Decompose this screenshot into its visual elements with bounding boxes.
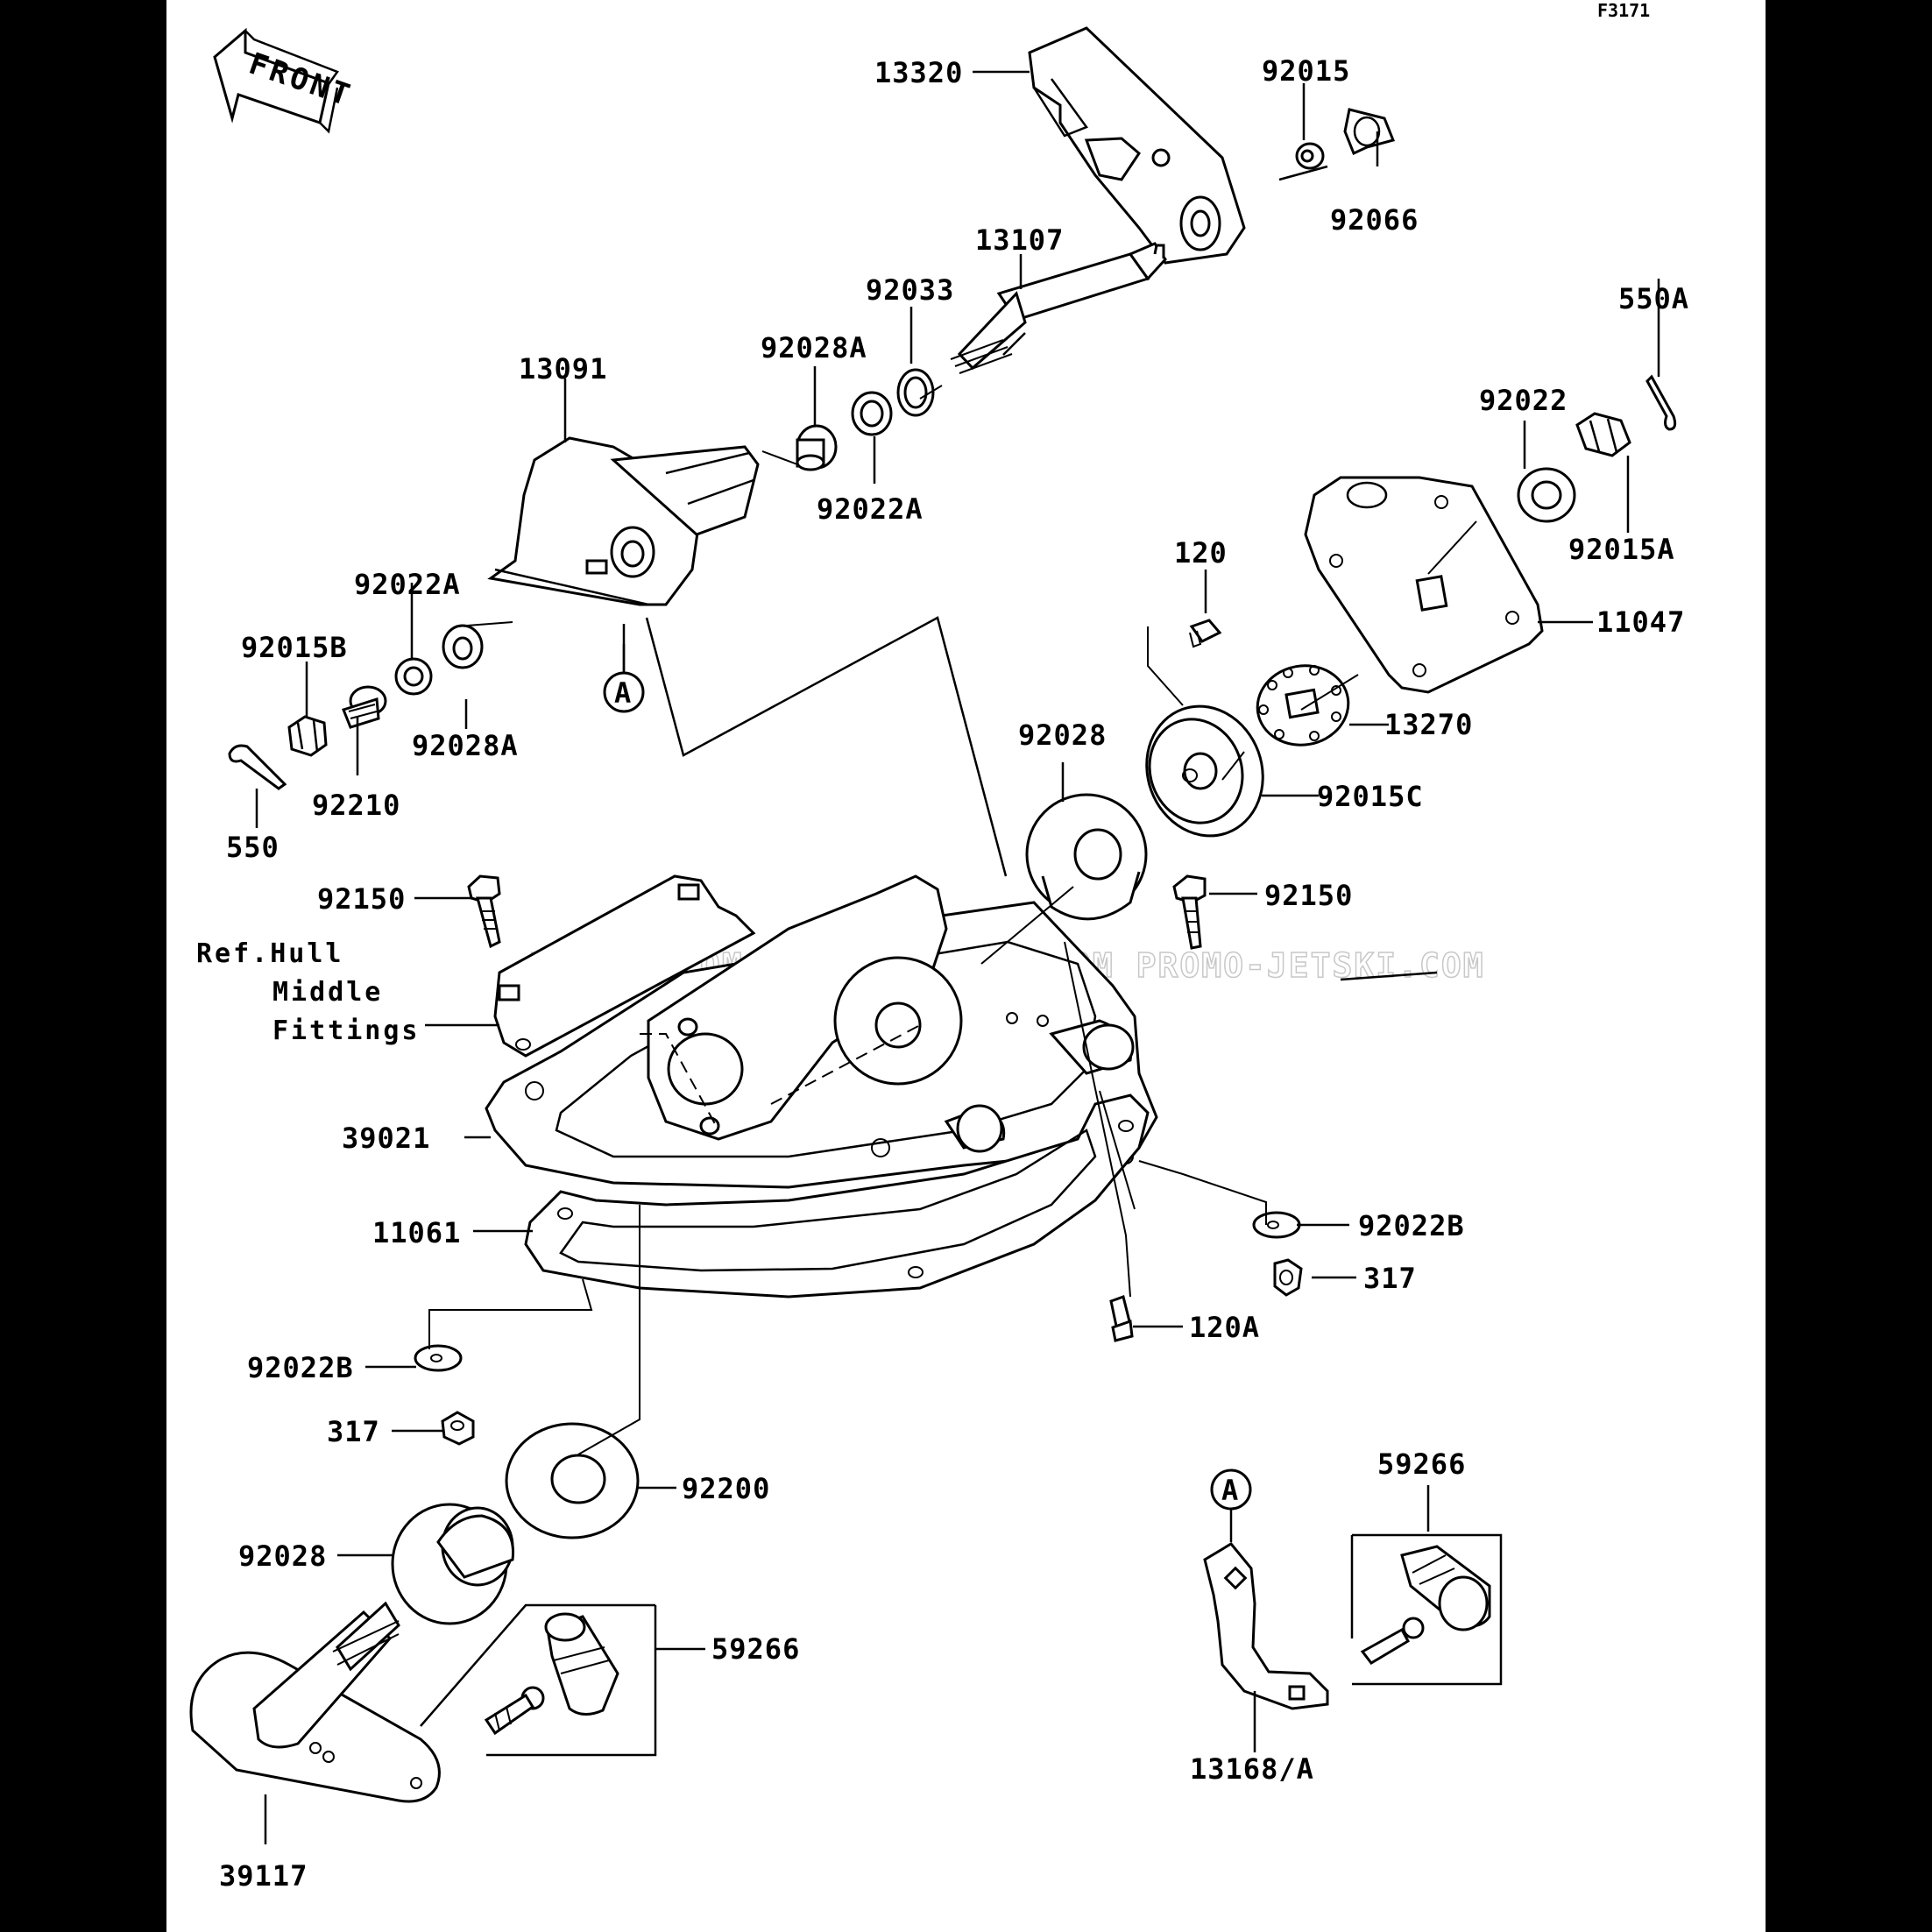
part-label: 59266: [1377, 1447, 1466, 1481]
boot-92028-upper: [1025, 793, 1148, 921]
part-labels: 13320 92015 92066 13107 92033 550A 13091…: [219, 54, 1689, 1893]
nut-disc-92015c: [1145, 704, 1264, 838]
part-label: 39117: [219, 1859, 308, 1893]
part-label: 550A: [1618, 282, 1689, 315]
lever-13168a: [1203, 1542, 1329, 1710]
part-label: 550: [226, 831, 280, 864]
part-label: 92015A: [1568, 533, 1675, 566]
nut-92015: [1295, 142, 1325, 170]
bush-92028a-top: [796, 424, 838, 471]
ref-note-line2: Middle: [272, 977, 383, 1008]
bolt-92210: [342, 685, 387, 729]
bolt-120a: [1109, 1295, 1134, 1342]
washer-92022b-right: [1252, 1211, 1301, 1239]
bolt-92150-left: [467, 874, 501, 949]
bracket-11047: [1304, 476, 1544, 694]
part-label: 13091: [519, 352, 607, 386]
cotter-pin-550a: [1645, 374, 1677, 431]
plate-13270: [1256, 664, 1350, 747]
part-label: 39021: [342, 1122, 430, 1155]
castle-nut-92015b: [287, 715, 328, 757]
bush-92028a-lower: [442, 624, 484, 669]
ref-note-line1: Ref.Hull: [196, 938, 344, 969]
part-label: 92028A: [761, 331, 867, 364]
boot-92028-lower: [391, 1503, 515, 1625]
part-label: 59266: [711, 1632, 800, 1666]
bolt-92150-right: [1172, 874, 1207, 950]
ball-joint-59266-right: [1360, 1545, 1491, 1665]
part-label: 92150: [317, 882, 406, 916]
part-label: 92022B: [247, 1351, 354, 1384]
part-label: 92022B: [1358, 1209, 1465, 1242]
part-label: 13320: [874, 56, 963, 89]
part-label: 92022: [1479, 384, 1568, 417]
part-label: 92015C: [1317, 780, 1424, 813]
part-label: 92015B: [241, 631, 348, 664]
part-label: 92210: [312, 789, 400, 822]
washer-92200: [505, 1422, 640, 1539]
washer-92022: [1517, 467, 1576, 523]
steering-shaft-13107: [950, 242, 1167, 374]
clip-92066: [1343, 108, 1396, 156]
part-label: 92200: [682, 1472, 770, 1505]
washer-92022b-left: [414, 1344, 463, 1372]
part-label: 92066: [1330, 203, 1419, 237]
bolt-120: [1189, 619, 1222, 648]
part-label: 11061: [372, 1216, 461, 1249]
part-label: 317: [1363, 1262, 1417, 1295]
castle-nut-92015a: [1575, 412, 1631, 457]
part-label: 92022A: [354, 568, 461, 601]
part-label: 92150: [1264, 879, 1353, 912]
part-label: 13168/A: [1190, 1752, 1314, 1786]
part-label: 92028A: [412, 729, 519, 762]
ref-note-line3: Fittings: [272, 1016, 421, 1046]
part-label: 120: [1174, 536, 1228, 570]
nut-317-left: [441, 1411, 475, 1446]
steering-housing-39021: [485, 874, 1158, 1189]
part-label: 92015: [1262, 54, 1350, 88]
svg-text:A: A: [614, 676, 632, 710]
washer-92022a-lower: [394, 657, 433, 696]
circlip-92033: [896, 368, 935, 417]
part-label: 11047: [1596, 605, 1685, 639]
part-label: 92028: [238, 1539, 327, 1573]
callout-a-lower: A: [1210, 1468, 1252, 1511]
part-label: 120A: [1189, 1311, 1260, 1344]
svg-text:A: A: [1221, 1474, 1239, 1507]
ball-joint-59266-lower: [484, 1612, 619, 1736]
leader-lines: [255, 70, 1660, 1844]
steering-housing-13091: [487, 436, 760, 606]
hull-fitting-plate: [493, 874, 756, 1058]
figure-code: F3171: [1597, 0, 1650, 21]
washer-92022a-top: [851, 391, 893, 436]
front-direction-arrow: FRONT: [213, 27, 357, 134]
steering-arm-39117: [189, 1601, 441, 1803]
callout-a-upper: A: [603, 671, 645, 713]
part-label: 317: [327, 1415, 380, 1448]
cotter-pin-550: [228, 744, 287, 790]
part-label: 13270: [1384, 708, 1473, 741]
part-label: 92033: [866, 273, 954, 307]
part-label: 92022A: [817, 492, 924, 526]
part-label: 13107: [975, 223, 1064, 257]
part-label: 92028: [1018, 718, 1107, 752]
nut-317-right: [1273, 1258, 1303, 1297]
